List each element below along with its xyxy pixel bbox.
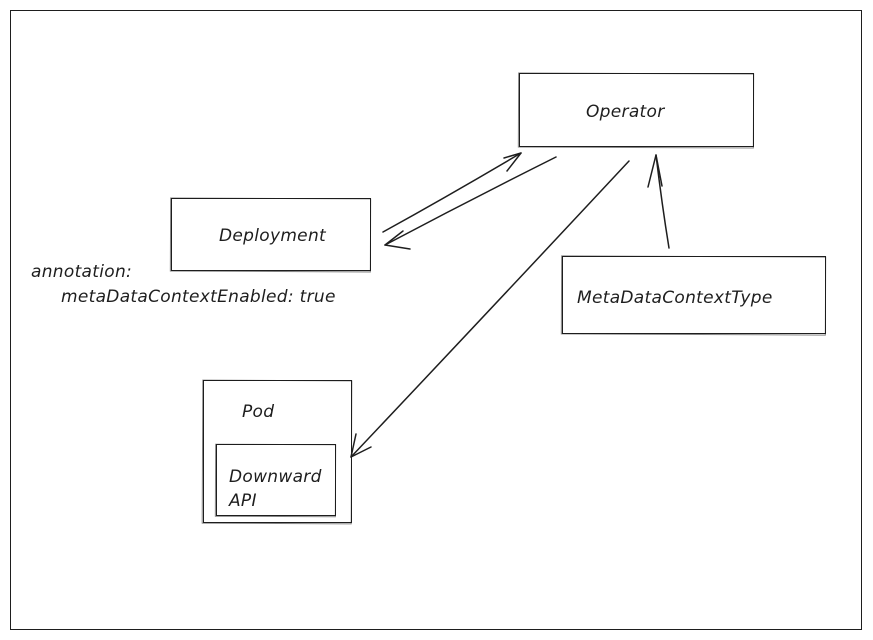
annotation-value: metaDataContextEnabled: true (61, 287, 336, 307)
operator-box[interactable] (519, 73, 754, 147)
deployment-box[interactable] (171, 198, 371, 271)
arrow-deployment-to-operator (382, 152, 522, 233)
downward-api-label-line2: API (229, 491, 257, 511)
deployment-label: Deployment (219, 226, 326, 246)
pod-label: Pod (242, 402, 275, 422)
arrow-operator-to-deployment (384, 156, 557, 250)
metadata-context-type-box[interactable] (562, 256, 826, 334)
metadata-context-type-label: MetaDataContextType (577, 288, 773, 308)
downward-api-label-line1: Downward (229, 467, 322, 487)
operator-label: Operator (586, 102, 665, 122)
annotation-label: annotation: (31, 262, 133, 282)
diagram-frame (10, 10, 862, 630)
downward-api-box[interactable] (216, 444, 336, 516)
arrow-operator-to-pod (350, 160, 630, 458)
arrow-metadata-type-to-operator (647, 154, 670, 249)
